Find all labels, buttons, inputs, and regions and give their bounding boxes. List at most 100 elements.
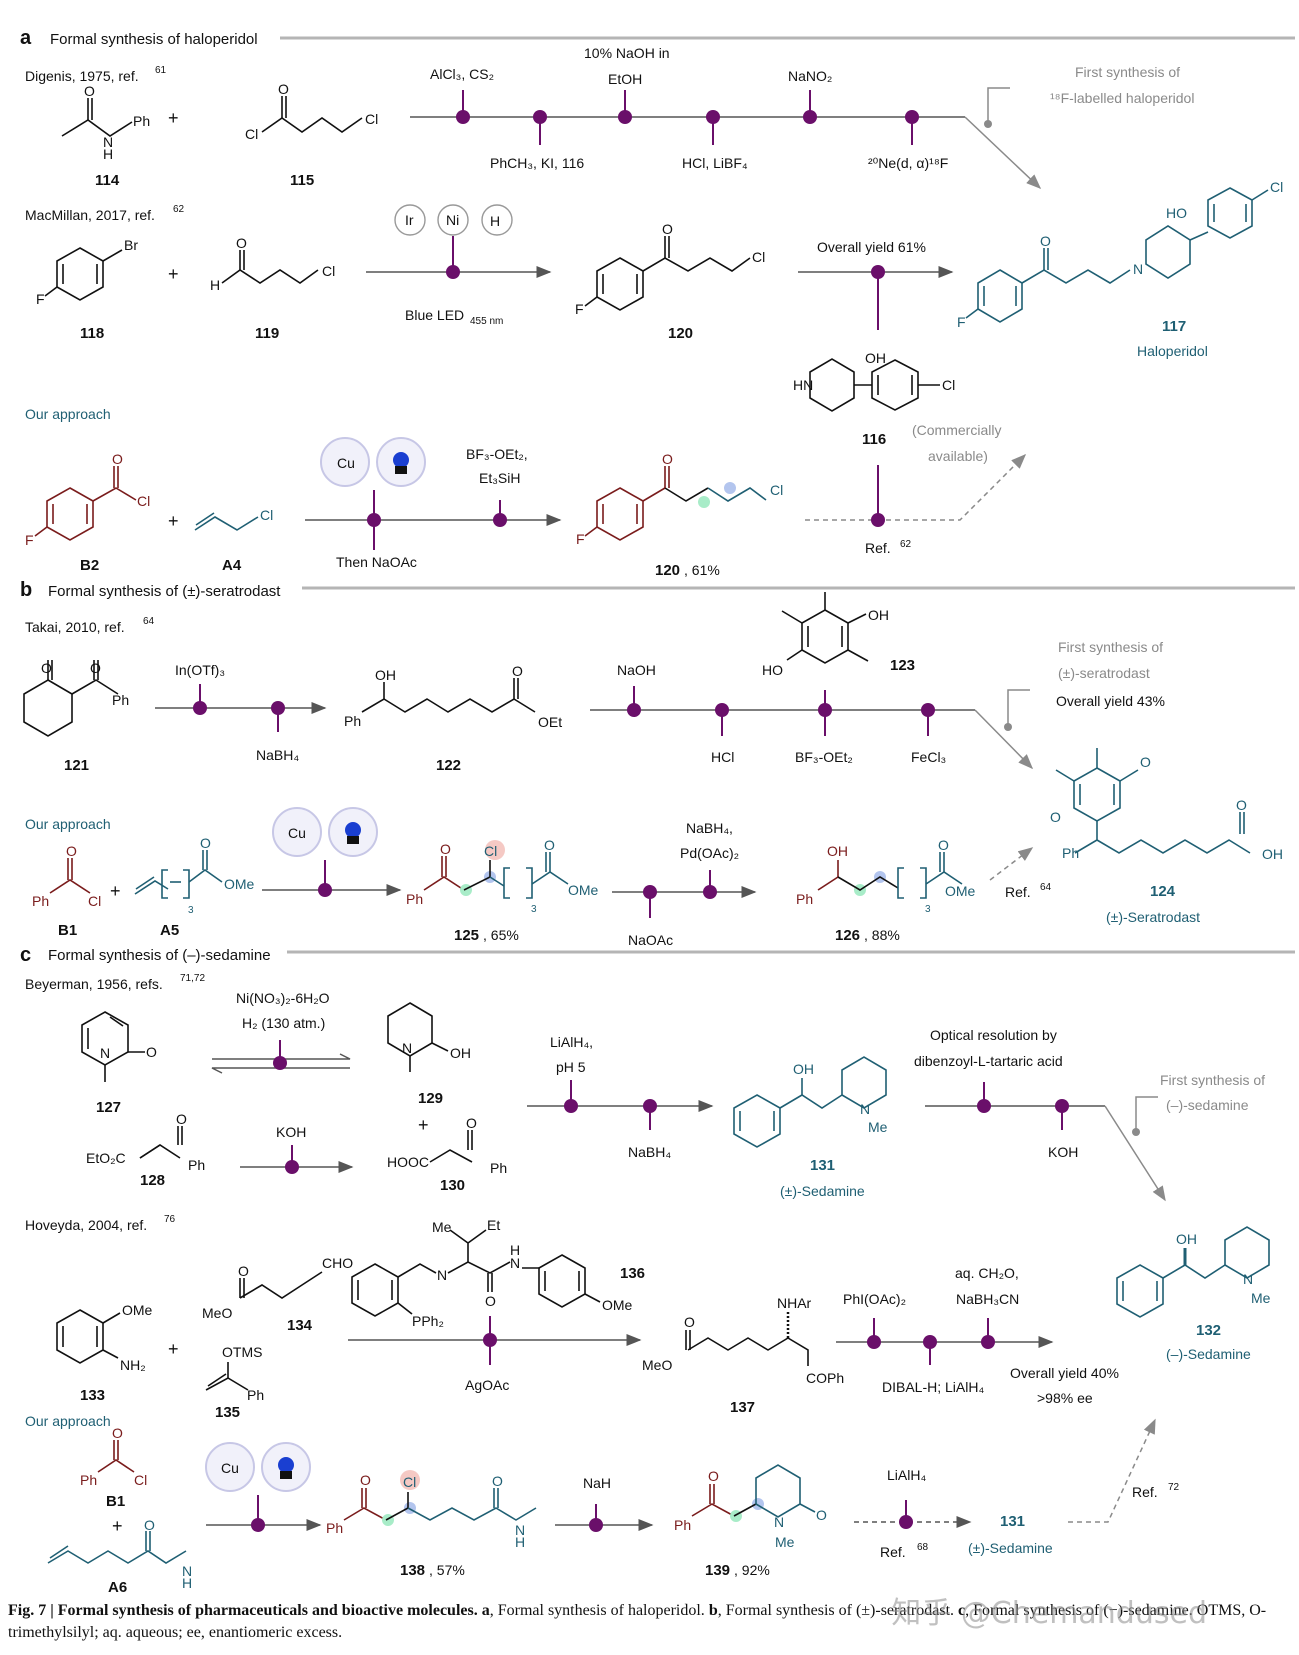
svg-text:N: N — [182, 1563, 192, 1579]
compound-123-label: 123 — [890, 657, 915, 674]
equilibrium-arrows — [211, 1053, 351, 1074]
svg-text:Cl: Cl — [137, 493, 150, 509]
svg-text:O: O — [466, 1115, 477, 1131]
route-c2-author: Hoveyda, 2004, ref. — [25, 1217, 147, 1233]
svg-text:CHO: CHO — [322, 1255, 353, 1271]
figure-caption: Fig. 7 | Formal synthesis of pharmaceuti… — [8, 1600, 1293, 1644]
compound-124-name: (±)-Seratrodast — [1106, 909, 1200, 925]
reagent-ch2o: aq. CH₂O, — [955, 1265, 1019, 1281]
svg-text:OH: OH — [793, 1061, 814, 1077]
svg-text:Ph: Ph — [674, 1517, 691, 1533]
compound-b1-label: B1 — [58, 922, 77, 939]
svg-text:O: O — [90, 660, 101, 676]
structure-120: O Cl F — [575, 221, 765, 317]
svg-text:O: O — [938, 837, 949, 853]
route-c-note-bracket — [1135, 1096, 1158, 1132]
reagent-inotf3: In(OTf)₃ — [175, 662, 225, 678]
structure-124: O O Ph O OH — [1050, 748, 1283, 862]
svg-text:N: N — [860, 1101, 870, 1117]
structure-125: O Ph Cl 3 O OMe — [406, 837, 599, 915]
structure-126: OH Ph 3 O OMe — [796, 837, 976, 915]
route-b2-dot4 — [921, 703, 935, 717]
svg-text:Cl: Cl — [365, 111, 378, 127]
our-approach-a-label: Our approach — [25, 406, 111, 422]
svg-text:MeO: MeO — [642, 1357, 672, 1373]
our-c-dot3 — [899, 1515, 913, 1529]
our-b-reagent-2: Pd(OAc)₂ — [680, 845, 739, 861]
plus-sign-4: + — [110, 881, 121, 901]
route-c-note-1: First synthesis of — [1160, 1072, 1265, 1088]
route-c1-dot1 — [273, 1056, 287, 1070]
route-a1-note-2: ¹⁸F-labelled haloperidol — [1050, 90, 1194, 106]
structure-130: O Ph — [429, 1115, 507, 1176]
route-c1-dot6 — [1055, 1099, 1069, 1113]
structure-128-etoc: EtO₂C — [86, 1150, 126, 1166]
our-c-ref-label: Ref. — [880, 1544, 906, 1560]
svg-text:OEt: OEt — [538, 714, 562, 730]
svg-text:Ph: Ph — [247, 1387, 264, 1403]
route-c-note-2: (–)-sedamine — [1166, 1097, 1249, 1113]
compound-131-name: (±)-Sedamine — [780, 1183, 865, 1199]
route-a1-note-dot — [984, 120, 992, 128]
svg-text:N: N — [103, 134, 113, 150]
svg-text:O: O — [1140, 754, 1151, 770]
reagent-koh2: KOH — [1048, 1144, 1078, 1160]
reagent-bf3-b: BF₃-OEt₂ — [795, 749, 853, 765]
svg-text:Ph: Ph — [112, 692, 129, 708]
reagent-fecl3: FeCl₃ — [911, 749, 946, 765]
structure-115: O Cl Cl — [245, 81, 378, 142]
route-a1-note-bracket — [987, 87, 1010, 124]
reagent-phch3: PhCH₃, KI, 116 — [490, 155, 584, 171]
plus-sign: + — [168, 108, 179, 128]
svg-text:OH: OH — [827, 843, 848, 859]
reagent-dibal: DIBAL-H; LiAlH₄ — [882, 1379, 984, 1395]
route-c1-ref: 71,72 — [180, 973, 205, 984]
route-c2-ee: >98% ee — [1037, 1390, 1093, 1406]
structure-a5: 3 O OMe — [134, 835, 255, 916]
reagent-blue-led-sub: 455 nm — [470, 316, 503, 327]
structure-123: OH HO — [762, 592, 889, 678]
commercial-note-1: (Commercially — [912, 422, 1001, 438]
svg-text:O: O — [84, 83, 95, 99]
svg-text:F: F — [957, 314, 966, 330]
panel-b-letter: b — [20, 579, 32, 601]
our-c-dot2 — [589, 1518, 603, 1532]
reagent-lialh4: LiAlH₄, — [550, 1034, 593, 1050]
our-b-reagent-1: NaBH₄, — [686, 820, 733, 836]
svg-text:O: O — [662, 451, 673, 467]
our-c-target-name: (±)-Sedamine — [968, 1540, 1053, 1556]
compound-138-yield: , 57% — [429, 1562, 465, 1578]
route-b2-dot3 — [818, 703, 832, 717]
structure-118: Br F — [36, 237, 138, 307]
route-a2-author: MacMillan, 2017, ref. — [25, 207, 155, 223]
svg-text:Ph: Ph — [490, 1160, 507, 1176]
photocatalyst-cu-c — [205, 1442, 311, 1492]
catalyst-circles — [394, 204, 513, 236]
our-c-dot1 — [251, 1518, 265, 1532]
resolution-1: Optical resolution by — [930, 1027, 1057, 1043]
svg-text:PPh₂: PPh₂ — [412, 1313, 444, 1329]
route-c1-arrow5 — [1104, 1105, 1166, 1202]
structure-139: O Ph N O Me — [674, 1464, 827, 1550]
compound-135-label: 135 — [215, 1404, 240, 1421]
panel-c-title: Formal synthesis of (–)-sedamine — [48, 947, 271, 964]
structure-134: O MeO CHO — [202, 1255, 353, 1321]
watermark: 知乎 @Chemandused — [891, 1596, 1207, 1631]
svg-text:Cl: Cl — [1270, 179, 1283, 195]
compound-139-label: 139 — [705, 1562, 730, 1579]
compound-139-yield: , 92% — [734, 1562, 770, 1578]
reagent-ne: ²⁰Ne(d, α)¹⁸F — [868, 155, 948, 171]
compound-125-label: 125 — [454, 927, 479, 944]
reagent-blue-led: Blue LED — [405, 307, 464, 323]
svg-text:3: 3 — [531, 904, 537, 915]
route-a1-arrow — [964, 116, 1042, 190]
svg-text:MeO: MeO — [202, 1305, 232, 1321]
compound-131-label: 131 — [810, 1157, 835, 1174]
route-b-note-1: First synthesis of — [1058, 639, 1163, 655]
compound-120-ours-yield: , 61% — [684, 562, 720, 578]
compound-114-label: 114 — [95, 172, 120, 189]
svg-text:OMe: OMe — [224, 876, 255, 892]
compound-115-label: 115 — [290, 172, 314, 189]
reagent-hcl-libf4: HCl, LiBF₄ — [682, 155, 748, 171]
